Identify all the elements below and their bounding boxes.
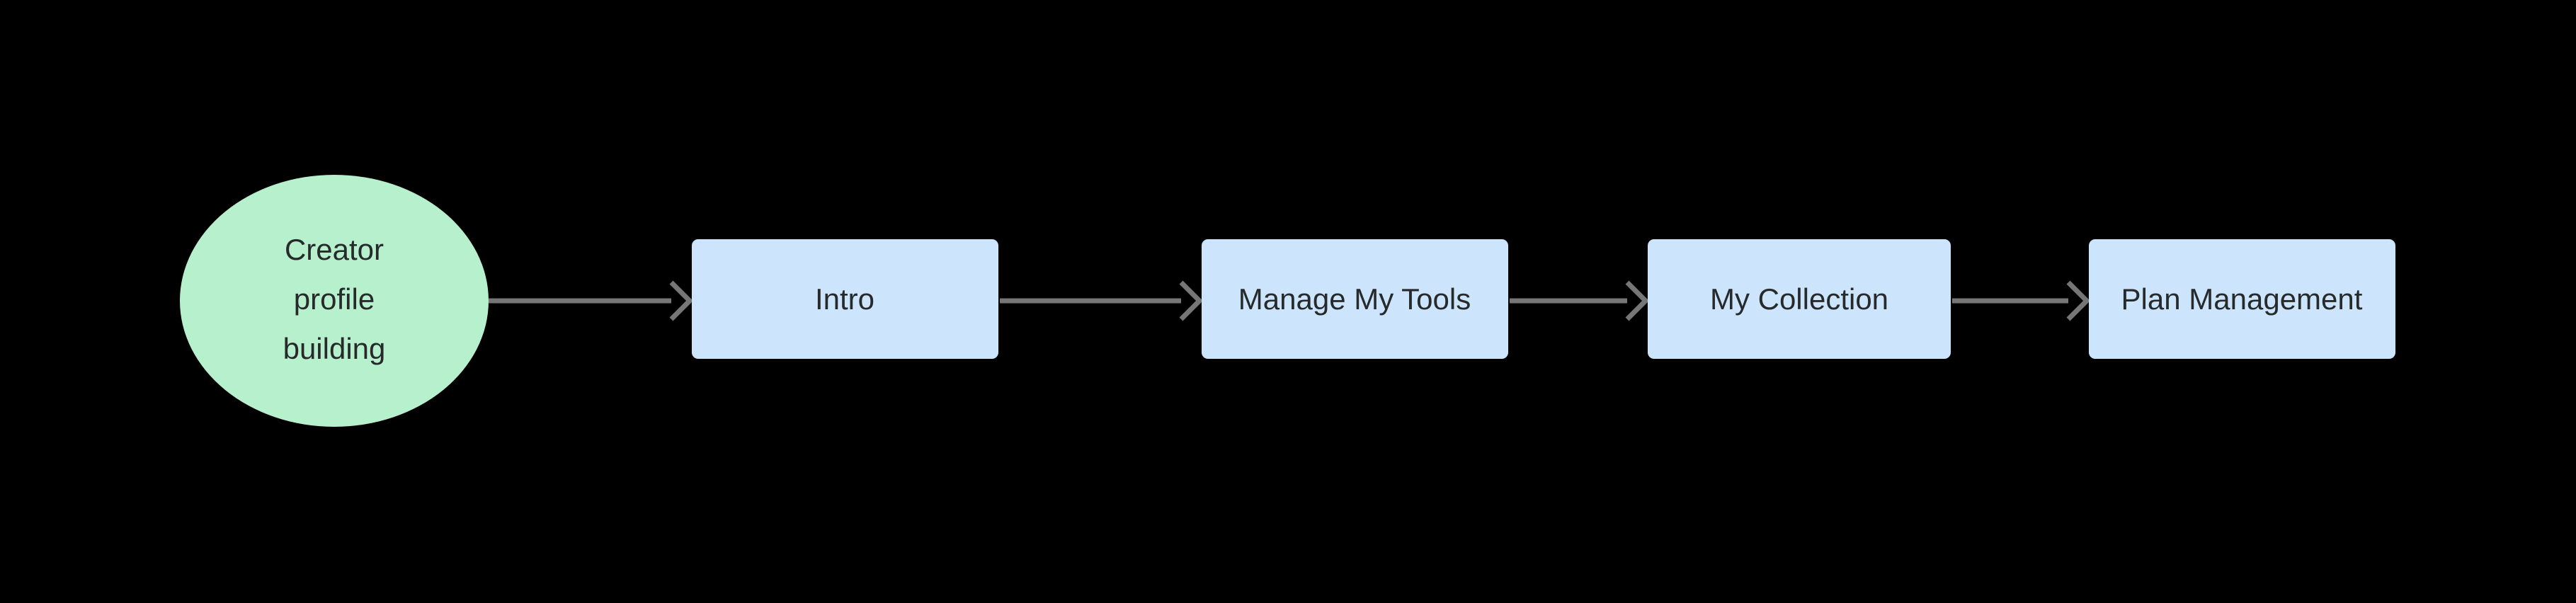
arrowhead-icon xyxy=(669,280,693,321)
node-label: building xyxy=(283,332,386,365)
arrowhead-icon xyxy=(1625,280,1649,321)
node-shape-rect xyxy=(692,239,998,359)
node-label: Creator xyxy=(285,233,384,266)
node-label: Manage My Tools xyxy=(1238,282,1471,316)
arrowhead-icon xyxy=(1179,280,1203,321)
node-shape-rect xyxy=(1202,239,1508,359)
node-intro[interactable]: Intro xyxy=(692,239,998,359)
node-label: Intro xyxy=(815,282,874,316)
edge-intro-manage-my-tools[interactable] xyxy=(1000,280,1203,321)
node-label: My Collection xyxy=(1710,282,1888,316)
node-group: Creator profile building Intro Manage My… xyxy=(180,175,2395,427)
edge-start-intro[interactable] xyxy=(489,280,693,321)
node-label: Plan Management xyxy=(2121,282,2363,316)
node-my-collection[interactable]: My Collection xyxy=(1648,239,1951,359)
node-shape-ellipse xyxy=(180,175,489,427)
edge-group xyxy=(489,280,2090,321)
node-shape-rect xyxy=(1648,239,1951,359)
node-plan-management[interactable]: Plan Management xyxy=(2089,239,2395,359)
arrowhead-icon xyxy=(2066,280,2090,321)
edge-my-collection-plan-management[interactable] xyxy=(1952,280,2090,321)
node-manage-my-tools[interactable]: Manage My Tools xyxy=(1202,239,1508,359)
node-shape-rect xyxy=(2089,239,2395,359)
node-creator-profile-building[interactable]: Creator profile building xyxy=(180,175,489,427)
node-label: profile xyxy=(294,282,375,316)
edge-manage-my-tools-my-collection[interactable] xyxy=(1510,280,1649,321)
